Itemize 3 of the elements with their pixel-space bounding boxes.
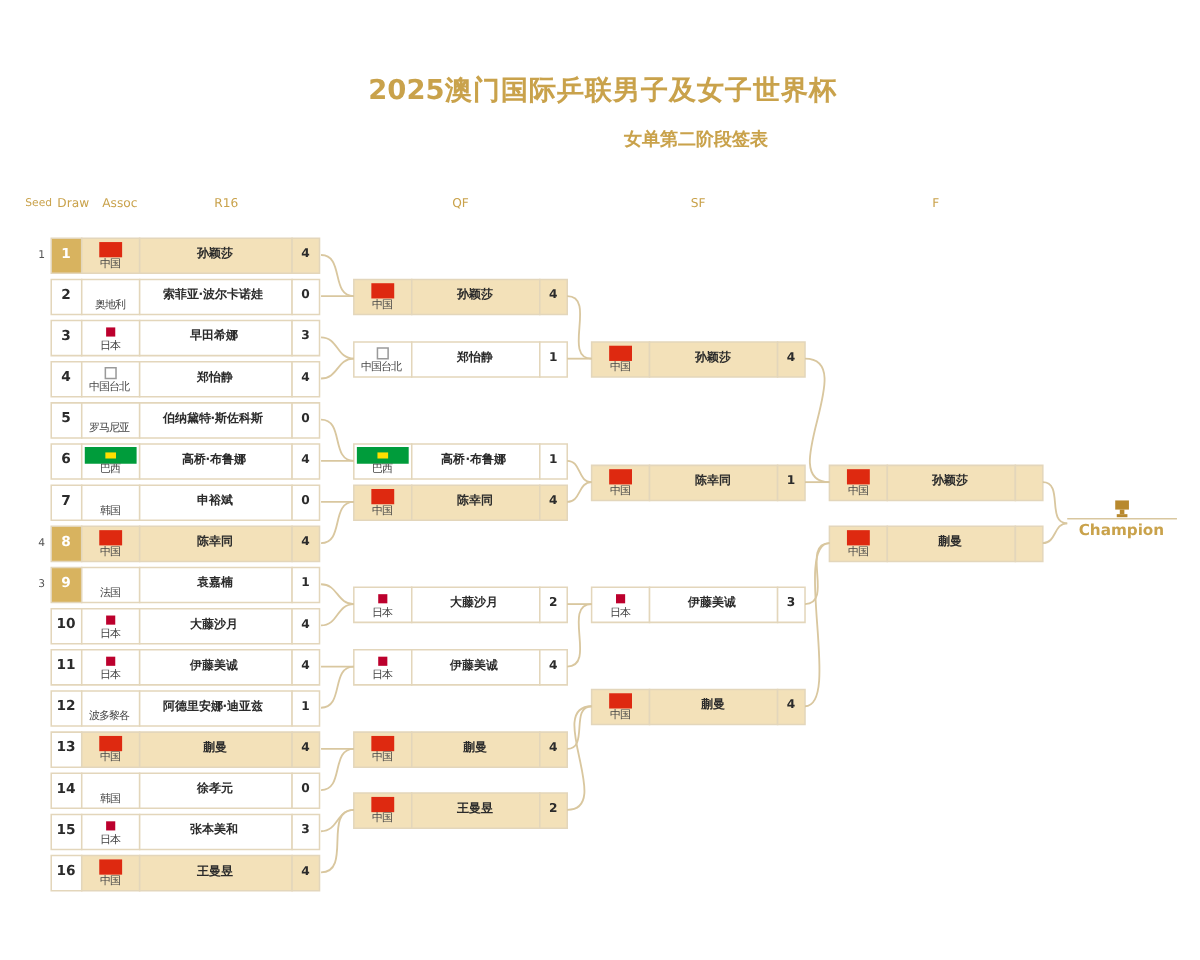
- diagram-title: 2025澳门国际乒联男子及女子世界杯: [368, 73, 837, 106]
- node-label: Champion: [1078, 520, 1165, 539]
- label: 女单第二阶段签表: [624, 130, 769, 151]
